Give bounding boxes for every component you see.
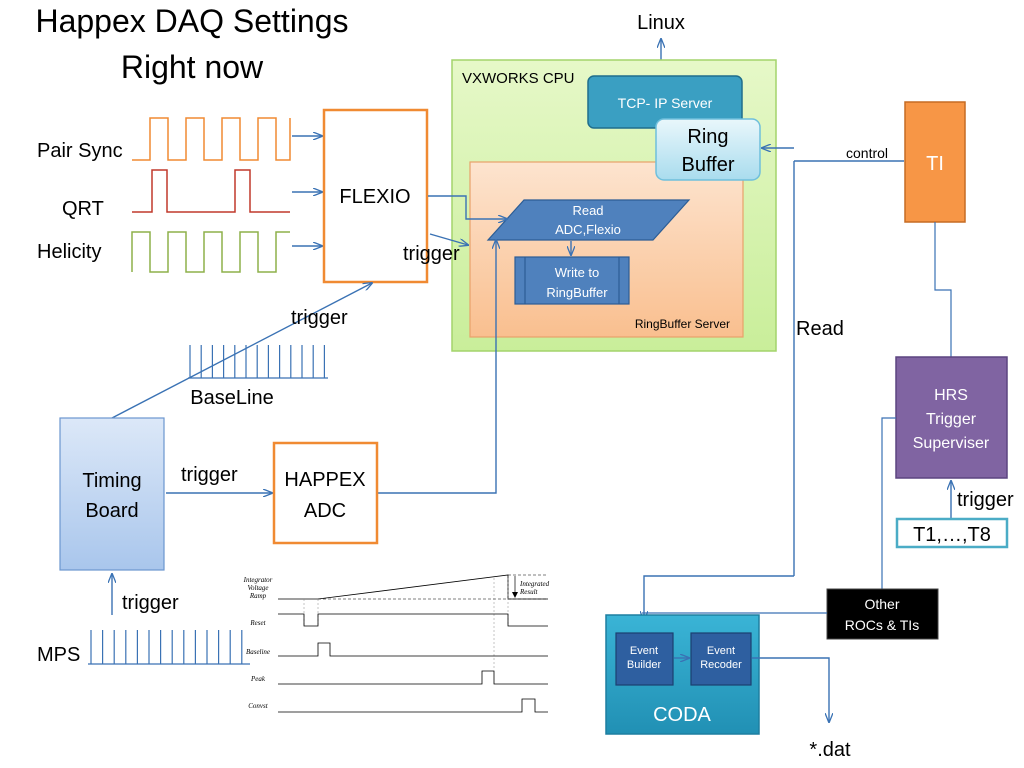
ringbuffer-server-box: RingBuffer Server: [469, 161, 744, 338]
peak-trace: [278, 670, 548, 685]
helicity-signal: Helicity: [37, 231, 322, 273]
ring-buffer-box: Ring Buffer: [655, 118, 761, 181]
write-line-2: RingBuffer: [546, 285, 608, 300]
read-line-2: ADC,Flexio: [555, 222, 621, 237]
tcpip-label: TCP- IP Server: [618, 95, 713, 111]
ramp-trace: [278, 574, 548, 600]
happex-adc-line-2: ADC: [304, 500, 346, 522]
coda-label: CODA: [653, 704, 711, 726]
event-recorder-line-2: Recoder: [700, 659, 742, 671]
qrt-waveform: [132, 169, 290, 213]
write-line-1: Write to: [555, 265, 600, 280]
recorder-to-dat-arrow: [752, 657, 829, 722]
timing-board-line-1: Timing: [82, 470, 141, 492]
baseline-pulse-train: BaseLine: [188, 345, 328, 409]
baseline-label: BaseLine: [190, 387, 273, 409]
other-rocs-box: Other ROCs & TIs: [826, 588, 939, 640]
integrator-line-2: Voltage: [248, 584, 269, 592]
read-adc-flexio-process: Read ADC,Flexio: [486, 199, 691, 241]
event-builder-line-1: Event: [630, 645, 658, 657]
adc-to-read-arrow: [378, 240, 496, 494]
integrator-line-3: Ramp: [249, 592, 267, 600]
control-label: control: [846, 145, 888, 161]
peak-label: Peak: [250, 675, 266, 683]
pair-sync-label: Pair Sync: [37, 140, 123, 162]
hrs-line-1: HRS: [934, 387, 968, 404]
flexio-trigger-label: trigger: [403, 243, 460, 265]
mps-pulse-train: [88, 630, 250, 665]
ringbuffer-server-label: RingBuffer Server: [635, 317, 730, 331]
read-label: Read: [796, 318, 844, 340]
qrt-signal: QRT: [62, 169, 322, 220]
integrator-line-1: Integrator: [243, 576, 273, 584]
happex-adc-box: HAPPEX ADC: [272, 441, 379, 545]
timing-trigger-up-label: trigger: [291, 307, 348, 329]
vxworks-label: VXWORKS CPU: [462, 70, 575, 87]
ti-to-hrs-line: [934, 222, 952, 357]
baseline-trace: [278, 642, 548, 657]
hrs-trigger-superviser-box: HRS Trigger Superviser: [895, 356, 1008, 479]
convst-label: Convst: [248, 702, 269, 710]
hrs-line-3: Superviser: [913, 435, 990, 452]
timing-board-line-2: Board: [85, 500, 138, 522]
integrated-line-1: Integrated: [519, 580, 550, 588]
dat-output-label: *.dat: [809, 739, 851, 761]
pair-sync-signal: Pair Sync: [37, 117, 322, 162]
timing-to-adc-label: trigger: [181, 464, 238, 486]
timing-board-box: Timing Board: [59, 417, 165, 571]
event-builder-box: Event Builder: [615, 632, 674, 686]
ring-buffer-line-2: Buffer: [682, 154, 735, 176]
integrated-line-2: Result: [519, 588, 539, 596]
flexio-to-read-arrow: [428, 195, 507, 219]
helicity-label: Helicity: [37, 241, 101, 263]
event-builder-line-2: Builder: [627, 659, 662, 671]
timing-to-flexio-arrow: [111, 283, 372, 419]
tcpip-server-box: TCP- IP Server: [587, 75, 743, 129]
convst-trace: [278, 698, 548, 713]
event-recorder-box: Event Recoder: [690, 632, 752, 686]
flexio-trigger-arrow: [429, 233, 468, 245]
t1-t8-box: T1,…,T8: [895, 517, 1009, 549]
page-title: Happex DAQ Settings Right now: [35, 3, 348, 85]
mps-trigger-label: trigger: [122, 592, 179, 614]
hrs-to-other-line: [881, 417, 896, 589]
plot-baseline-label: Baseline: [246, 648, 270, 656]
event-recorder-line-1: Event: [707, 645, 735, 657]
mps-label: MPS: [37, 644, 80, 666]
hrs-trigger-label: trigger: [957, 489, 1014, 511]
title-line-2: Right now: [121, 49, 264, 85]
write-ringbuffer-process: Write to RingBuffer: [514, 256, 630, 305]
hrs-line-2: Trigger: [926, 411, 977, 428]
pair-sync-waveform: [132, 117, 291, 161]
flexio-box: FLEXIO: [322, 108, 429, 284]
linux-label: Linux: [637, 12, 685, 34]
qrt-label: QRT: [62, 198, 104, 220]
helicity-waveform: [131, 231, 290, 273]
ring-buffer-line-1: Ring: [687, 126, 728, 148]
read-line-1: Read: [572, 203, 603, 218]
t1-t8-label: T1,…,T8: [913, 524, 991, 546]
title-line-1: Happex DAQ Settings: [35, 3, 348, 39]
ti-label: TI: [926, 153, 944, 175]
reset-trace: [278, 613, 548, 627]
read-to-event-builder-arrow: [644, 575, 794, 620]
happex-adc-line-1: HAPPEX: [284, 469, 365, 491]
integrator-timing-plot: Integrator Voltage Ramp Integrated Resul…: [243, 574, 550, 713]
other-rocs-line-1: Other: [864, 596, 899, 612]
flexio-label: FLEXIO: [339, 186, 410, 208]
other-rocs-line-2: ROCs & TIs: [845, 617, 919, 633]
reset-label: Reset: [249, 619, 266, 627]
ti-box: TI: [904, 101, 966, 223]
